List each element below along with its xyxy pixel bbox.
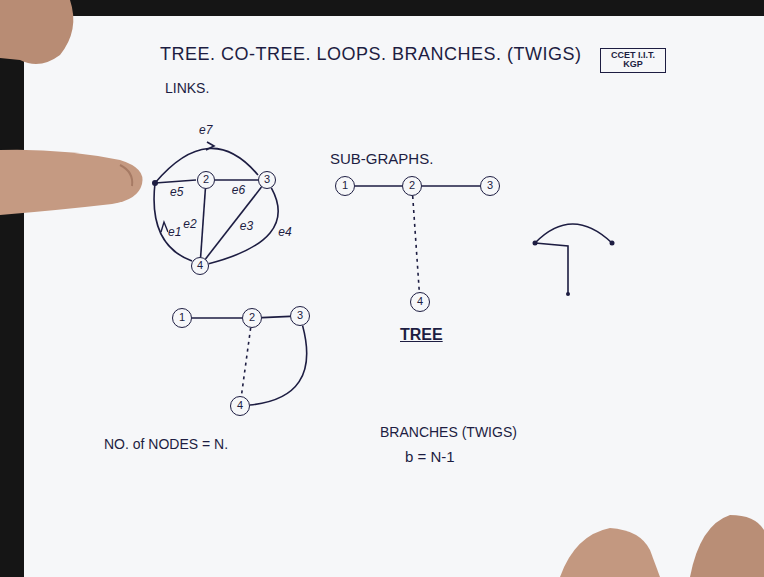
sketch-arc: [535, 224, 612, 243]
node-circle: 2: [242, 308, 262, 328]
node-circle: 3: [480, 176, 500, 196]
logo-text: CCET I.I.T. KGP: [605, 51, 661, 70]
node-circle: 4: [230, 396, 250, 416]
heading-note: LINKS.: [165, 80, 209, 96]
graph-edge: [262, 316, 290, 317]
node-number: 2: [203, 174, 209, 186]
arrow-head: [161, 222, 168, 232]
finger: [0, 150, 143, 215]
node-number: 1: [179, 312, 185, 324]
node-number: 3: [297, 310, 303, 322]
graph-edge: [209, 188, 278, 264]
node-number: 1: [342, 180, 348, 192]
edge-name: e4: [277, 226, 292, 239]
vertex-dot: [610, 241, 615, 246]
node-circle: 4: [191, 257, 209, 275]
edge-name: e5: [170, 186, 183, 200]
section-heading: SUB-GRAPHS.: [330, 150, 433, 167]
node-circle: 1: [335, 176, 355, 196]
edge-name: e3: [239, 220, 254, 233]
node-circle: 3: [258, 171, 276, 189]
node-number: 4: [197, 260, 203, 272]
slide-title: TREE. CO-TREE. LOOPS. BRANCHES. (TWIGS): [160, 44, 582, 65]
graph-edge: [206, 187, 262, 259]
formula-note: BRANCHES (TWIGS): [380, 424, 517, 440]
finger-nail: [120, 165, 132, 186]
tree-caption: TREE: [400, 326, 443, 344]
graph-edge: [155, 180, 196, 183]
paper-sheet: [24, 16, 764, 577]
graph-edge: [215, 179, 258, 181]
node-circle: 2: [402, 176, 422, 196]
node-circle: 3: [290, 306, 310, 326]
node-number: 2: [249, 312, 255, 324]
edge-name: e6: [231, 184, 246, 197]
graph-edge: [201, 189, 206, 257]
node-number: 4: [417, 296, 423, 308]
graph-edge: [355, 185, 402, 187]
vertex-dot: [533, 241, 538, 246]
thumb: [690, 515, 764, 577]
node-circle: 1: [172, 308, 192, 328]
formula: b = N-1: [405, 448, 455, 465]
graph-edge: [192, 317, 242, 319]
dotted-edge: [413, 196, 420, 292]
dotted-edge: [241, 328, 250, 396]
logo-box: CCET I.I.T. KGP: [600, 48, 666, 73]
graph-edge: [250, 326, 307, 405]
thumb: [560, 528, 660, 577]
node-number: 4: [237, 400, 243, 412]
node-number: 3: [264, 174, 270, 186]
graph-edge: [422, 185, 480, 187]
node-number: 2: [409, 180, 415, 192]
edge-name: e1: [168, 226, 181, 240]
node-circle: 2: [197, 171, 215, 189]
hand: [0, 0, 73, 64]
node-circle: 4: [410, 292, 430, 312]
vertex-dot: [566, 292, 570, 296]
sketch-corner: [535, 243, 568, 294]
formula-note: NO. of NODES = N.: [104, 436, 228, 452]
edge-name: e7: [199, 124, 212, 138]
edge-name: e2: [182, 218, 197, 231]
arrow-head: [206, 142, 214, 150]
node-number: 3: [487, 180, 493, 192]
